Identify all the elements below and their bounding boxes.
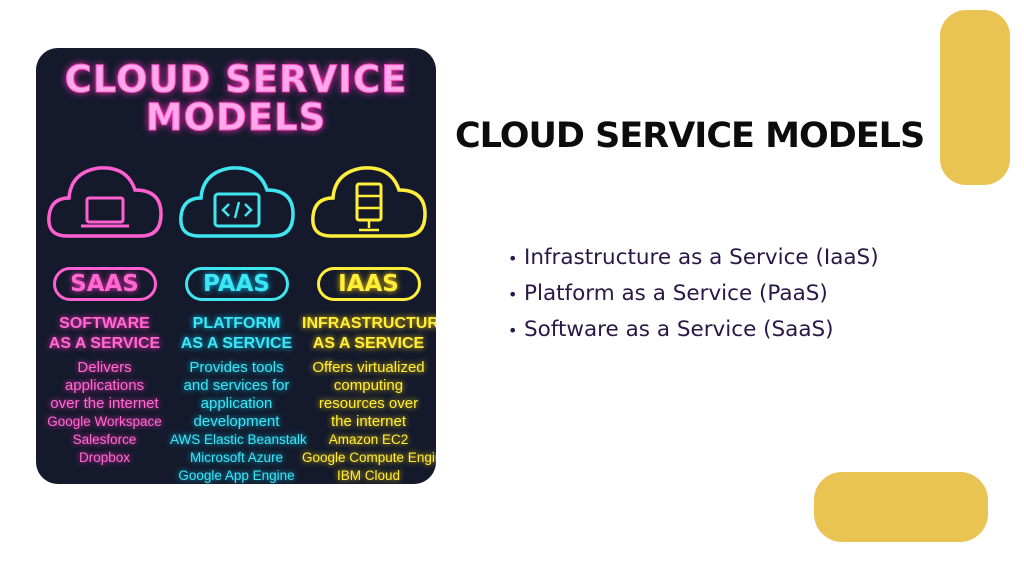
cloud-laptop-icon: [46, 166, 163, 238]
saas-example: Dropbox: [78, 450, 131, 465]
bullet-text: Platform as a Service (PaaS): [524, 281, 828, 306]
bullet-item: • Infrastructure as a Service (IaaS): [508, 240, 879, 276]
saas-name: SOFTWARE AS A SERVICE: [48, 315, 161, 352]
iaas-column: IAAS INFRASTRUCTURE AS A SERVICE Offers …: [302, 158, 436, 484]
bullet-icon: •: [508, 285, 518, 304]
paas-column: PAAS PLATFORM AS A SERVICE Provides tool…: [170, 158, 307, 484]
paas-example: Microsoft Azure: [189, 450, 284, 465]
saas-badge: SAAS: [52, 267, 157, 301]
saas-description: Delivers applications over the internet: [50, 359, 159, 412]
infographic-title-line2: MODELS: [145, 96, 327, 140]
decorative-yellow-bar-top: [940, 10, 1010, 185]
iaas-badge: IAAS: [316, 267, 421, 301]
cloud-models-infographic: CLOUD SERVICE MODELS SAAS SOFTWARE AS A …: [36, 48, 436, 484]
infographic-title-line1: CLOUD SERVICE: [64, 58, 408, 102]
iaas-description: Offers virtualized computing resources o…: [312, 359, 425, 430]
paas-description: Provides tools and services for applicat…: [183, 359, 290, 430]
bullet-list: • Infrastructure as a Service (IaaS) • Pla…: [508, 240, 879, 348]
cloud-server-icon: [310, 166, 427, 238]
iaas-name: INFRASTRUCTURE AS A SERVICE: [302, 315, 436, 352]
bullet-text: Software as a Service (SaaS): [524, 317, 834, 342]
iaas-example: Google Compute Engine: [302, 450, 436, 465]
bullet-item: • Platform as a Service (PaaS): [508, 276, 879, 312]
saas-example: Salesforce: [72, 432, 137, 447]
iaas-example: IBM Cloud: [336, 468, 401, 483]
slide-title: CLOUD SERVICE MODELS: [455, 116, 925, 156]
bullet-item: • Software as a Service (SaaS): [508, 312, 879, 348]
paas-example: AWS Elastic Beanstalk: [170, 432, 307, 447]
bullet-icon: •: [508, 321, 518, 340]
bullet-icon: •: [508, 249, 518, 268]
iaas-example: Amazon EC2: [328, 432, 409, 447]
saas-example: Google Workspace: [47, 414, 162, 429]
paas-badge: PAAS: [184, 267, 289, 301]
paas-example: Google App Engine: [178, 468, 295, 483]
cloud-code-icon: [178, 166, 295, 238]
decorative-yellow-bar-bottom: [814, 472, 988, 542]
bullet-text: Infrastructure as a Service (IaaS): [524, 245, 879, 270]
saas-column: SAAS SOFTWARE AS A SERVICE Delivers appl…: [38, 158, 171, 467]
paas-name: PLATFORM AS A SERVICE: [180, 315, 293, 352]
